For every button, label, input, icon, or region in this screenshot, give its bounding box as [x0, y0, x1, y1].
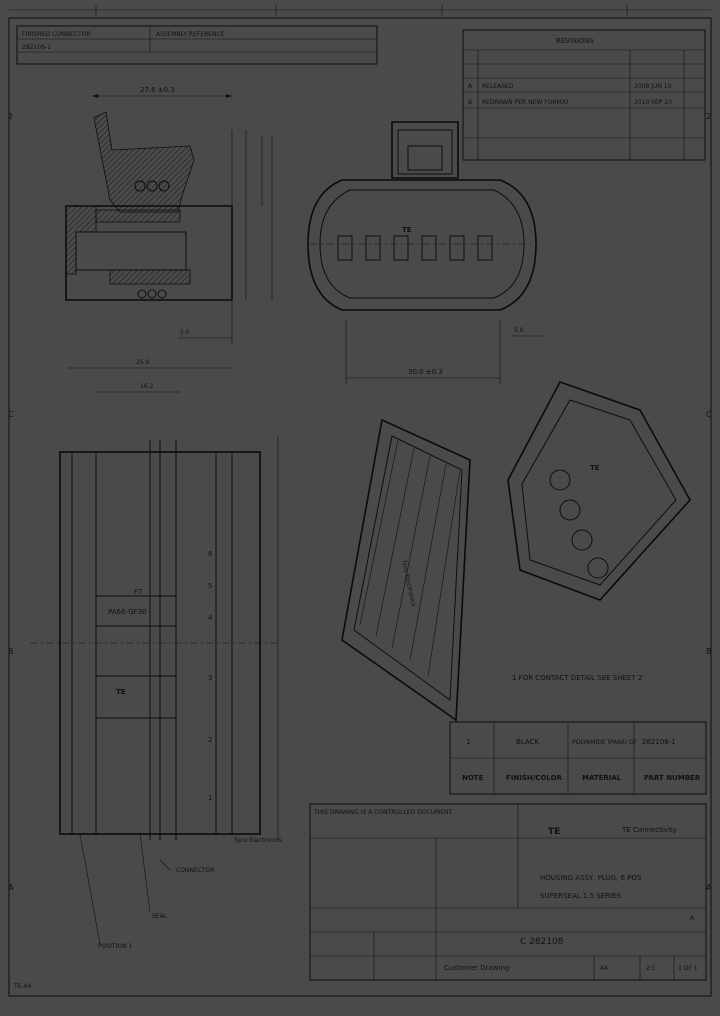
side-view: PA66-GF30 F7 TE 6 5 4 3 2 1 Tyco Electro…: [30, 436, 282, 950]
svg-text:C: C: [8, 410, 14, 419]
isometric-view-right: TE: [507, 381, 691, 601]
section-view: 27.6 ±0.3 5.0 25.9 16.2: [65, 86, 273, 393]
plug-logo: TE: [116, 688, 126, 696]
rev-row2-date: 2010 SEP 20: [634, 99, 672, 106]
dim-d1: 27.6 ±0.3: [140, 86, 175, 94]
sheet: 1 OF 1: [678, 965, 698, 972]
parts-finish: BLACK: [516, 738, 539, 746]
note-pos: POSITION 1: [98, 943, 132, 950]
cavity-num-4: 4: [208, 614, 213, 622]
cavity-num-1: 1: [208, 794, 212, 802]
parts-note: 1: [466, 738, 470, 746]
plug-marking: PA66-GF30: [108, 608, 147, 616]
svg-text:A: A: [706, 883, 712, 892]
te-logo: TE: [548, 827, 560, 837]
header-box: FINISHED CONNECTOR ASSEMBLY REFERENCE 28…: [16, 25, 378, 65]
revision-table: REVISIONS RELEASED A 2008 JUN 10 REDRAWN…: [462, 29, 706, 161]
dim-d5: 5.0: [180, 329, 190, 336]
hdr-note: NOTE: [462, 774, 484, 782]
footer-code: TE-A4: [13, 983, 32, 990]
parts-pn: 282108-1: [642, 738, 676, 746]
cavity-label: TE: [402, 226, 412, 234]
size: A4: [600, 965, 608, 972]
title-block: THIS DRAWING IS A CONTROLLED DOCUMENT TE…: [309, 803, 707, 981]
header-mid: ASSEMBLY REFERENCE: [156, 31, 225, 38]
sheet-border: 2 C B A 2 C B A: [8, 5, 712, 997]
rev-row2-desc: REDRAWN PER NEW FORMAT: [482, 99, 569, 106]
iso-brand: Tyco Electronics: [400, 558, 417, 607]
front-view: TE 30.0 ±0.3 5.0: [307, 121, 542, 384]
scale: 2:1: [646, 965, 656, 972]
rev-row1-date: 2008 JUN 10: [634, 83, 672, 90]
iso-logo: TE: [590, 464, 600, 472]
note-connector: CONNECTOR: [176, 867, 214, 874]
hdr-material: MATERIAL: [582, 774, 622, 782]
isometric-view-left: Tyco Electronics: [341, 418, 471, 722]
title-line-2: SUPERSEAL 1.5 SERIES: [540, 892, 621, 900]
svg-text:B: B: [8, 647, 14, 656]
dim-front-small: 5.0: [514, 327, 524, 334]
svg-text:2: 2: [706, 112, 711, 121]
dim-d3: 25.9: [136, 359, 150, 366]
rev-header: REVISIONS: [556, 37, 594, 45]
rev: A: [690, 915, 695, 922]
plug-id: F7: [134, 588, 142, 596]
hdr-pn: PART NUMBER: [644, 774, 701, 782]
header-left: FINISHED CONNECTOR: [22, 31, 91, 38]
customer-drawing: Customer Drawing: [444, 964, 509, 972]
svg-text:C: C: [706, 410, 712, 419]
svg-text:2: 2: [8, 112, 13, 121]
hdr-finish: FINISH/COLOR: [506, 774, 563, 782]
rev-row2-ltr: B: [468, 99, 472, 106]
cavity-num-5: 5: [208, 582, 212, 590]
side-brand: Tyco Electronics: [233, 837, 282, 844]
svg-text:A: A: [8, 883, 14, 892]
parts-material: POLYAMIDE (PA66) GF: [572, 739, 638, 746]
cavity-num-6: 6: [208, 550, 213, 558]
dim-d2: 30.0 ±0.3: [408, 368, 443, 376]
header-ref: 282108-1: [22, 44, 51, 51]
doc-number: C 282108: [520, 937, 564, 947]
controlled-doc: THIS DRAWING IS A CONTROLLED DOCUMENT: [313, 809, 453, 816]
te-name: TE Connectivity: [621, 826, 677, 834]
svg-text:B: B: [706, 647, 712, 656]
note-seal: SEAL: [152, 913, 168, 920]
cavity-num-3: 3: [208, 674, 212, 682]
rev-row1-desc: RELEASED: [482, 83, 514, 90]
parts-table: 1 BLACK POLYAMIDE (PA66) GF 282108-1 NOT…: [449, 721, 707, 795]
dim-d4: 16.2: [140, 383, 154, 390]
cavity-num-2: 2: [208, 736, 212, 744]
title-line-1: HOUSING ASSY, PLUG, 6 POS: [540, 874, 642, 882]
note-1: 1 FOR CONTACT DETAIL SEE SHEET 2: [512, 674, 642, 682]
rev-row1-ltr: A: [468, 83, 473, 90]
